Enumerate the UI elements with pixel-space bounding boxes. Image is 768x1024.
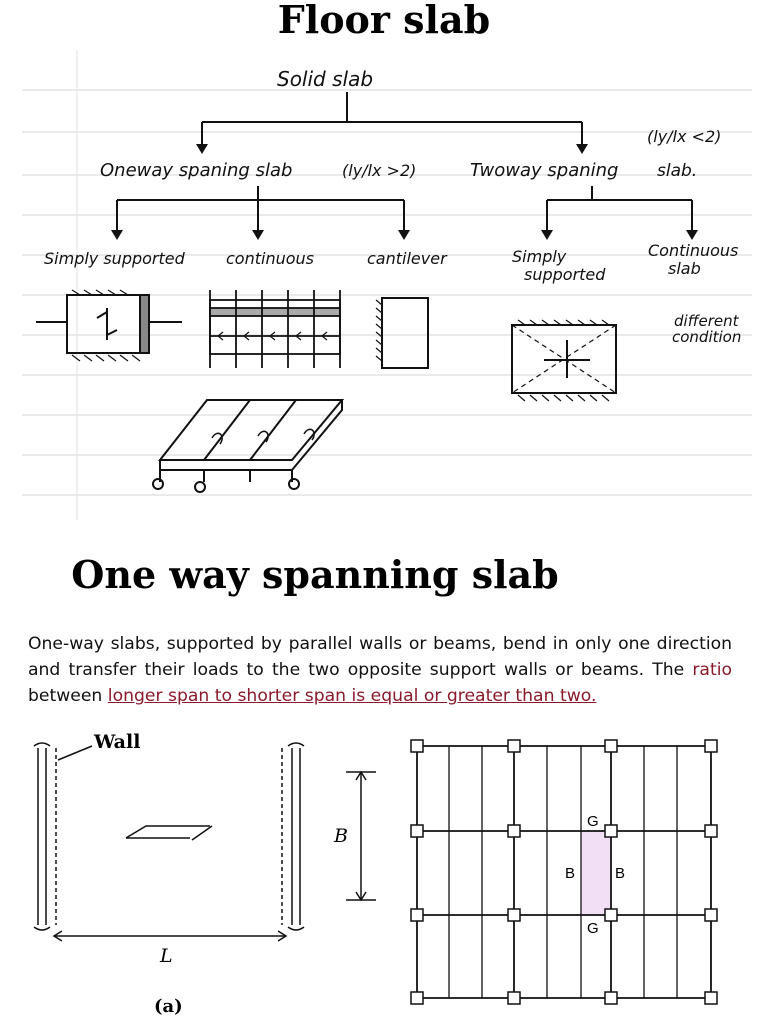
note-tw-continuous: Continuous bbox=[648, 241, 738, 260]
beam-label-right: B bbox=[615, 865, 625, 882]
highlight-panel bbox=[581, 831, 611, 915]
span-label-l: L bbox=[159, 945, 173, 967]
para-underlined-rule: longer span to shorter span is equal or … bbox=[107, 686, 597, 707]
note-tw-slab: slab bbox=[668, 259, 701, 278]
figure-b-grid: G G B B bbox=[410, 739, 718, 1005]
page-title-floor-slab: Floor slab bbox=[277, 0, 491, 42]
girder-label-top: G bbox=[587, 813, 599, 830]
note-twoway-slab: slab. bbox=[657, 161, 697, 181]
note-cantilever: cantilever bbox=[367, 249, 448, 268]
note-twoway-branch: Twoway spaning bbox=[470, 160, 618, 181]
sketch-twoway bbox=[511, 319, 617, 402]
note-oneway-ratio: (ly/lx >2) bbox=[342, 161, 416, 180]
para-part1: One-way slabs, supported by parallel wal… bbox=[28, 634, 732, 681]
sketch-3d-slab bbox=[152, 399, 345, 493]
sketch-simply-supported bbox=[36, 289, 182, 362]
note-oneway-branch: Oneway spaning slab bbox=[100, 160, 292, 181]
figure-a-walls: Wall L B (a) bbox=[33, 731, 376, 1017]
section-title-one-way: One way spanning slab bbox=[71, 552, 559, 597]
sketch-cantilever bbox=[375, 297, 429, 369]
para-ratio: ratio bbox=[692, 660, 732, 681]
note-solid-slab: Solid slab bbox=[277, 67, 373, 91]
sketch-continuous bbox=[209, 290, 341, 368]
girder-label-bottom: G bbox=[587, 920, 599, 937]
figure-a-caption: (a) bbox=[154, 996, 183, 1017]
note-simply-supported: Simply supported bbox=[44, 249, 186, 268]
tree-lines bbox=[116, 92, 693, 232]
para-between: between bbox=[28, 686, 108, 707]
note-twoway-ratio: (ly/lx <2) bbox=[647, 127, 721, 146]
tree-arrowheads bbox=[111, 144, 698, 240]
beam-label-left: B bbox=[565, 865, 575, 882]
note-continuous: continuous bbox=[226, 249, 314, 268]
note-condition: condition bbox=[672, 328, 741, 346]
note-different: different bbox=[674, 312, 740, 330]
note-tw-supported: supported bbox=[524, 265, 606, 284]
column-markers bbox=[410, 739, 718, 1005]
notebook-sketch: Solid slab Oneway spaning slab (ly/lx >2… bbox=[22, 50, 752, 520]
width-label-b: B bbox=[333, 825, 348, 847]
note-tw-simply: Simply bbox=[512, 247, 567, 266]
wall-label: Wall bbox=[93, 731, 140, 753]
ruled-lines bbox=[22, 50, 752, 520]
description-paragraph: One-way slabs, supported by parallel wal… bbox=[28, 631, 732, 709]
